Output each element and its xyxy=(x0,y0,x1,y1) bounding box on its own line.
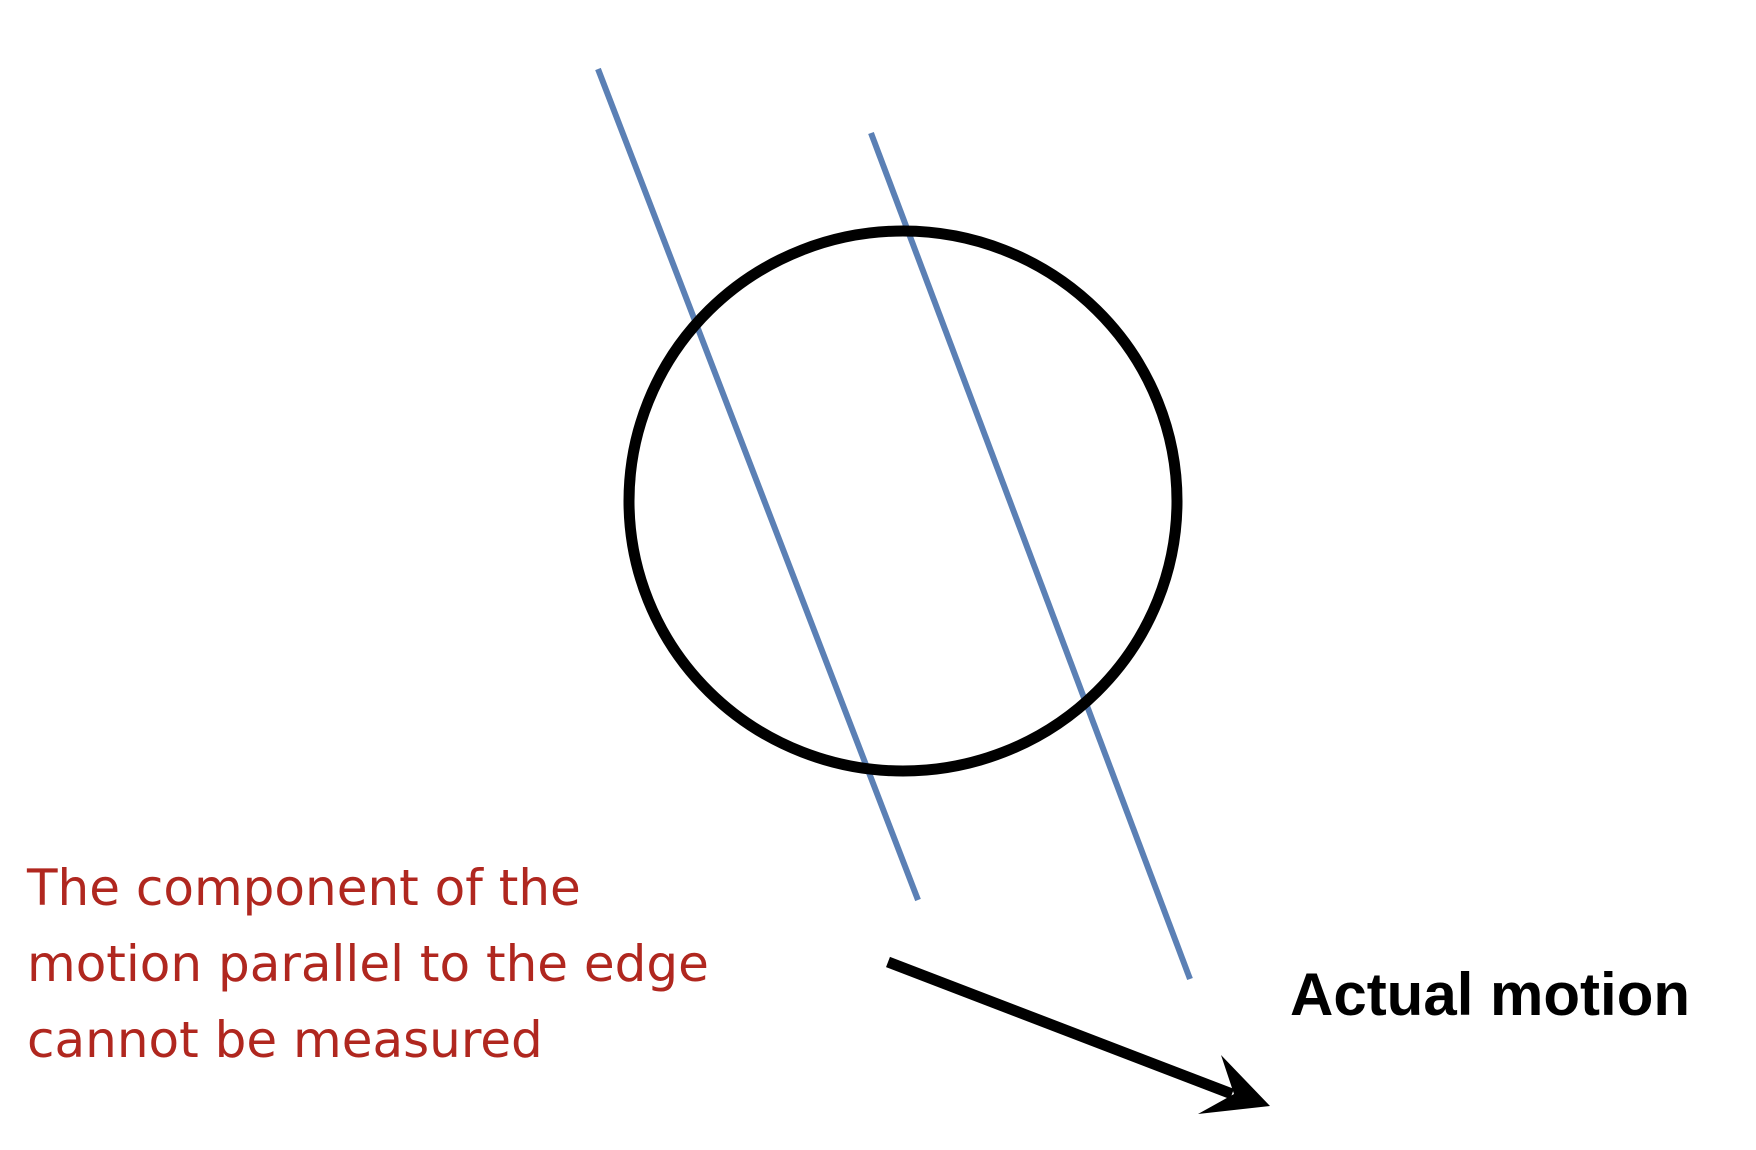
caption-line-2: motion parallel to the edge xyxy=(27,935,709,993)
motion-arrow-head xyxy=(1198,1055,1270,1114)
edge-line-left xyxy=(595,67,921,902)
parallel-component-caption: The component of the motion parallel to … xyxy=(27,850,787,1078)
caption-line-1: The component of the xyxy=(27,859,581,917)
edge-line-right xyxy=(868,131,1193,981)
motion-arrow-shaft xyxy=(886,956,1234,1100)
actual-motion-label: Actual motion xyxy=(1290,961,1690,1028)
caption-line-3: cannot be measured xyxy=(27,1011,543,1069)
aperture-circle xyxy=(623,225,1183,777)
